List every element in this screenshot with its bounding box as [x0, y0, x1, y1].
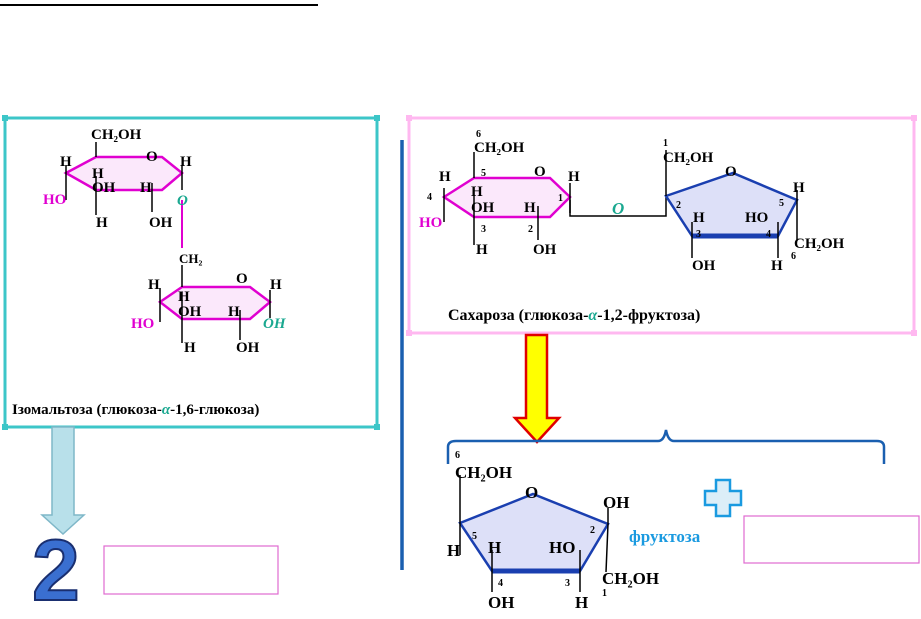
- suc-g-h-left: H: [439, 169, 451, 185]
- suc-f-ch2oh-top: CH₂OH: [663, 150, 714, 166]
- suc-f-n4: 4: [766, 229, 771, 240]
- suc-f-n6: 6: [791, 251, 796, 262]
- suc-f-n1: 1: [663, 138, 668, 149]
- iso2-h-bl: H: [184, 340, 196, 356]
- suc-caption-prefix: Сахароза (глюкоза-: [448, 307, 588, 324]
- suc-g-n5: 5: [481, 168, 486, 179]
- suc-f-h-bot: H: [771, 258, 783, 274]
- fructose-label: фруктоза: [629, 527, 701, 546]
- fp-n2: 2: [590, 525, 595, 536]
- iso2-h-tl: H: [148, 277, 160, 293]
- suc-f-h-right: H: [793, 180, 805, 196]
- isomaltose-caption: Ізомальтоза (глюкоза-α-1,6-глюкоза): [12, 402, 259, 418]
- isomaltose-glucose-1: CH₂OH O H H H OH H HO H OH O: [43, 127, 192, 248]
- fp-n6: 6: [455, 450, 460, 461]
- suc-f-n5: 5: [779, 198, 784, 209]
- iso2-oh-in: OH: [178, 304, 202, 320]
- sucrose-fructose-ring: 1 CH₂OH O H 5 2 H HO 3 4 CH₂OH 6 OH H: [663, 138, 845, 274]
- fructose-product: 6 CH₂OH O OH 2 5 H H HO 4 3 OH H CH₂OH 1: [447, 450, 659, 612]
- suc-g-h-in1: H: [471, 184, 483, 200]
- iso2-ch2: CH₂: [179, 251, 203, 266]
- suc-f-h-in: H: [693, 210, 705, 226]
- iso1-oh-in: OH: [92, 180, 116, 196]
- iso1-ring-o: O: [146, 149, 158, 165]
- suc-caption-alpha: α: [588, 307, 598, 324]
- suc-g-h-bot: H: [476, 242, 488, 258]
- iso1-h-in1: H: [92, 166, 104, 182]
- iso2-oh-right: OH: [263, 316, 287, 332]
- suc-g-n3: 3: [481, 224, 486, 235]
- sucrose-frame: [407, 116, 916, 335]
- fp-h-in: H: [488, 538, 501, 557]
- down-arrow-icon: [512, 333, 562, 444]
- fp-n5: 5: [472, 531, 477, 542]
- suc-f-ch2oh-right: CH₂OH: [794, 236, 845, 252]
- iso-glycosidic-o: O: [177, 193, 188, 209]
- fp-ho-in: HO: [549, 538, 575, 557]
- suc-g-ho: HO: [419, 215, 442, 231]
- iso-caption-suffix: -1,6-глюкоза): [170, 402, 259, 418]
- suc-caption-suffix: -1,2-фруктоза): [597, 307, 700, 324]
- frame-corner-markers: [2, 115, 380, 430]
- answer-box-left[interactable]: [103, 545, 279, 595]
- fp-ch2oh-top: CH₂OH: [455, 463, 512, 482]
- sucrose-glycosidic-o: O: [612, 199, 624, 218]
- fp-n4: 4: [498, 578, 503, 589]
- fp-h-bot: H: [575, 593, 588, 612]
- fp-oh-bot: OH: [488, 593, 514, 612]
- sucrose-frame-corners: [406, 115, 917, 336]
- product-brace: [446, 429, 886, 464]
- suc-g-n6: 6: [476, 129, 481, 140]
- plus-icon: [703, 478, 743, 518]
- fp-ring-o: O: [525, 483, 538, 502]
- suc-f-n3: 3: [696, 229, 701, 240]
- suc-g-n1: 1: [558, 193, 563, 204]
- suc-g-n2: 2: [528, 224, 533, 235]
- sucrose-glucose-ring: 6 CH₂OH O 5 H 4 H H 1 OH H HO 3 2 H OH: [419, 129, 580, 258]
- fp-oh-right: OH: [603, 493, 629, 512]
- suc-g-oh-bot: OH: [533, 242, 557, 258]
- iso2-ring-o: O: [236, 271, 248, 287]
- number-two-icon: 2: [32, 523, 80, 619]
- suc-f-ho-in: HO: [745, 210, 768, 226]
- fp-n3: 3: [565, 578, 570, 589]
- suc-f-ring-o: O: [725, 164, 737, 180]
- iso1-h-in2: H: [140, 180, 152, 196]
- fp-h-left: H: [447, 541, 460, 560]
- iso-caption-prefix: Ізомальтоза (глюкоза-: [12, 402, 162, 418]
- sucrose-glycosidic-bond: [569, 197, 667, 217]
- iso1-h-tl: H: [60, 154, 72, 170]
- suc-f-n2: 2: [676, 200, 681, 211]
- suc-g-ch2oh: CH₂OH: [474, 140, 525, 156]
- iso1-ch2oh: CH₂OH: [91, 127, 142, 143]
- iso2-ho: HO: [131, 316, 154, 332]
- isomaltose-frame: [3, 116, 379, 429]
- down-arrow-icon: [40, 426, 86, 536]
- iso1-ho: HO: [43, 192, 66, 208]
- iso1-h-tr: H: [180, 154, 192, 170]
- suc-g-ring-o: O: [534, 164, 546, 180]
- fp-n1: 1: [602, 588, 607, 599]
- fp-ch2oh-bot: CH₂OH: [602, 569, 659, 588]
- suc-g-oh-in: OH: [471, 200, 495, 216]
- answer-box-right[interactable]: [743, 515, 920, 564]
- iso2-h-in2: H: [228, 304, 240, 320]
- iso2-h-tr: H: [270, 277, 282, 293]
- suc-g-h-right: H: [568, 169, 580, 185]
- isomaltose-glucose-2: CH₂ O H H H OH H HO OH H OH: [131, 251, 287, 356]
- iso1-oh-br: OH: [149, 215, 173, 231]
- iso2-h-in1: H: [178, 289, 190, 305]
- suc-f-oh-bot: OH: [692, 258, 716, 274]
- sucrose-caption: Сахароза (глюкоза-α-1,2-фруктоза): [448, 307, 700, 324]
- suc-g-n4: 4: [427, 192, 432, 203]
- suc-g-h-in2: H: [524, 200, 536, 216]
- iso2-oh-br: OH: [236, 340, 260, 356]
- iso1-h-bl: H: [96, 215, 108, 231]
- iso-caption-alpha: α: [162, 402, 171, 418]
